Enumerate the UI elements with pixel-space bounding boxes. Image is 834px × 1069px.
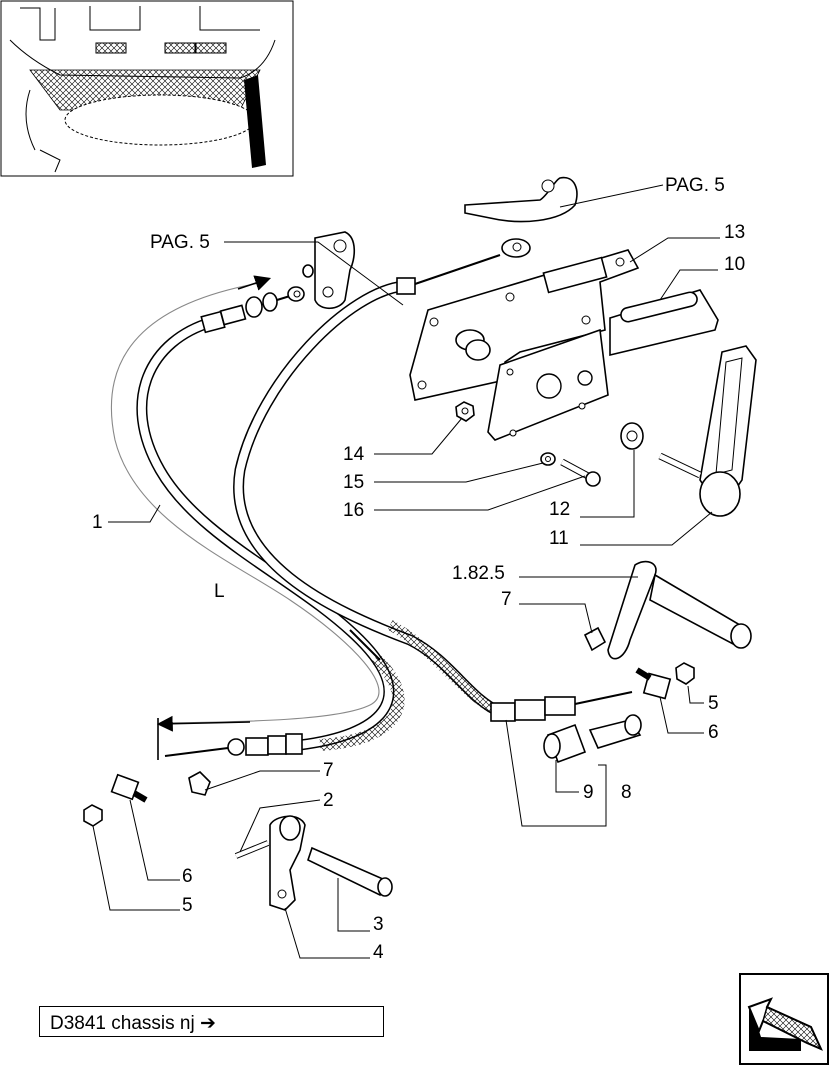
label-part-7-right: 7 xyxy=(501,589,512,610)
label-part-5-left: 5 xyxy=(182,895,193,916)
label-part-12: 12 xyxy=(549,499,570,520)
back-navigation-button[interactable] xyxy=(739,973,829,1065)
label-part-8: 8 xyxy=(621,782,632,803)
cable-main xyxy=(233,238,633,722)
label-part-1: 1 xyxy=(92,512,103,533)
label-part-14: 14 xyxy=(343,444,365,465)
plate-13 xyxy=(409,249,640,401)
label-part-9: 9 xyxy=(583,782,594,803)
label-part-5-right: 5 xyxy=(708,693,719,714)
lever-11 xyxy=(658,345,757,517)
label-part-11: 11 xyxy=(549,528,569,549)
caption-box: D3841 chassis nj ➔ xyxy=(39,1006,384,1037)
bush-9-8 xyxy=(543,714,642,764)
caption-text: D3841 chassis nj ➔ xyxy=(50,1013,216,1034)
label-part-6-right: 6 xyxy=(708,722,719,743)
cable-1-end-lower xyxy=(156,715,303,760)
label-ref-1825: 1.82.5 xyxy=(452,563,505,584)
label-part-3: 3 xyxy=(373,914,384,935)
label-part-7-left: 7 xyxy=(323,760,334,781)
link-pag5-left xyxy=(302,231,356,310)
label-part-16: 16 xyxy=(343,500,364,521)
plate-10 xyxy=(487,289,719,441)
label-part-15: 15 xyxy=(343,472,364,493)
label-part-6-left: 6 xyxy=(182,866,193,887)
hardware-right-5-6 xyxy=(635,662,695,700)
label-pag5-top: PAG. 5 xyxy=(665,175,725,196)
hardware-small-parts xyxy=(455,401,644,487)
label-part-13: 13 xyxy=(724,222,745,243)
locator-inset xyxy=(0,0,294,177)
label-pag5-left: PAG. 5 xyxy=(150,232,210,253)
label-length-L: L xyxy=(214,581,225,602)
hardware-left-5-6-7 xyxy=(83,771,211,827)
assembly-1825 xyxy=(583,560,752,660)
label-part-2: 2 xyxy=(323,790,334,811)
cable-1 xyxy=(136,316,405,751)
lever-4-assembly xyxy=(234,815,393,911)
leader-lines xyxy=(92,184,720,959)
cable-route-outline xyxy=(110,281,380,724)
label-part-4: 4 xyxy=(373,942,384,963)
link-pag5-top xyxy=(464,176,578,223)
label-part-10: 10 xyxy=(724,254,745,275)
arrow-back-icon xyxy=(747,997,823,1051)
cable-1-end-upper xyxy=(200,275,305,334)
